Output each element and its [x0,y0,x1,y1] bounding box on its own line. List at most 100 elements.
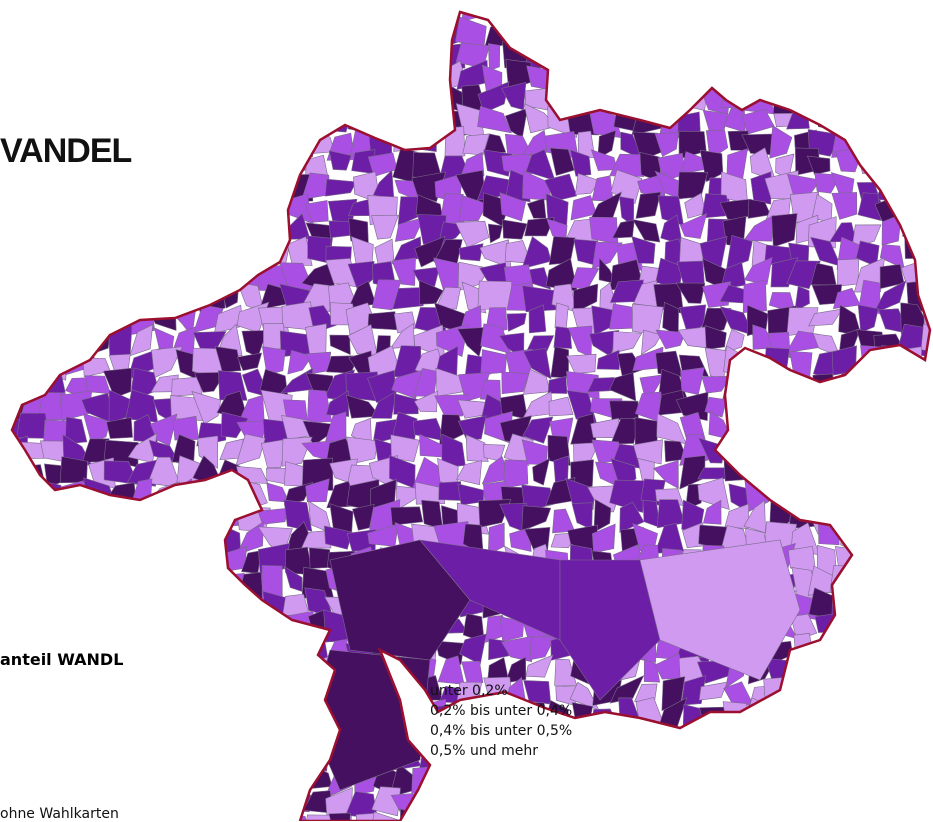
municipality-cell [766,433,799,462]
municipality-cell [107,282,139,311]
municipality-cell [509,527,532,552]
municipality-cell [926,217,930,244]
municipality-cell [352,503,375,531]
municipality-cell [311,60,335,92]
municipality-cell [135,810,160,821]
municipality-cell [764,721,788,753]
municipality-cell [552,59,576,91]
municipality-cell [766,752,799,775]
municipality-cell [901,172,920,200]
municipality-cell [12,262,28,290]
municipality-cell [215,704,244,726]
municipality-cell [919,633,930,663]
municipality-cell [201,721,224,753]
municipality-cell [836,437,864,463]
municipality-cell [12,15,21,44]
municipality-cell [877,60,900,95]
municipality-cell [63,126,94,161]
municipality-cell [770,257,799,288]
municipality-cell [786,751,818,776]
municipality-cell [853,440,878,458]
municipality-cell [675,391,709,422]
municipality-cell [171,524,203,548]
municipality-cell [22,482,50,502]
municipality-cell [504,656,527,684]
municipality-cell [236,675,261,708]
municipality-cell [919,503,930,531]
municipality-cell [721,767,751,791]
municipality-cell [109,521,138,555]
municipality-cell [877,112,905,139]
municipality-cell [18,764,51,798]
municipality-cell [412,82,438,110]
municipality-cell [832,420,861,445]
municipality-cell [147,612,179,640]
municipality-cell [23,698,48,732]
municipality-cell [721,785,745,820]
municipality-cell [702,499,722,525]
municipality-cell [87,741,114,774]
municipality-cell [132,590,151,622]
municipality-cell [84,279,117,306]
municipality-cell [700,12,731,27]
municipality-cell [902,640,930,667]
municipality-cell [131,611,160,639]
municipality-cell [898,662,926,682]
municipality-cell [793,12,819,23]
municipality-cell [62,589,90,622]
municipality-cell [899,763,923,798]
municipality-cell [12,132,29,151]
municipality-cell [884,83,904,117]
municipality-cell [37,609,66,645]
municipality-cell [170,104,200,137]
municipality-cell [500,635,533,663]
municipality-cell [12,104,28,139]
municipality-cell [462,133,490,156]
municipality-cell [107,110,134,135]
municipality-cell [544,789,580,820]
municipality-cell [635,764,663,793]
municipality-cell [832,18,860,46]
municipality-cell [813,17,837,46]
municipality-cell [279,701,315,733]
municipality-cell [352,23,379,40]
municipality-cell [126,719,160,752]
municipality-cell [499,192,527,222]
municipality-cell [171,376,203,397]
municipality-cell [789,191,820,223]
municipality-cell [106,417,133,439]
municipality-cell [873,527,906,552]
municipality-cell [59,390,93,421]
municipality-cell [43,543,73,573]
municipality-cell [504,12,528,22]
municipality-cell [831,42,865,72]
municipality-cell [371,390,397,419]
district-cell [639,539,801,681]
municipality-cell [371,786,401,817]
municipality-cell [15,126,50,161]
municipality-cell [808,308,844,327]
municipality-cell [149,785,180,819]
municipality-cell [697,744,728,773]
municipality-cell [659,789,682,821]
municipality-cell [599,12,622,27]
municipality-cell [309,12,333,28]
municipality-cell [372,12,402,24]
municipality-cell [830,638,859,660]
municipality-cell [817,103,843,132]
municipality-cell [851,568,880,598]
municipality-cell [455,16,487,48]
municipality-cell [875,394,902,423]
municipality-cell [896,570,928,598]
municipality-cell [878,700,902,731]
municipality-cell [346,12,381,27]
municipality-cell [632,219,661,243]
municipality-cell [639,374,666,397]
municipality-cell [12,159,28,177]
municipality-cell [853,611,882,638]
municipality-cell [69,326,95,359]
municipality-cell [135,65,151,94]
municipality-cell [218,81,248,117]
municipality-cell [831,477,863,513]
municipality-cell [503,459,529,489]
